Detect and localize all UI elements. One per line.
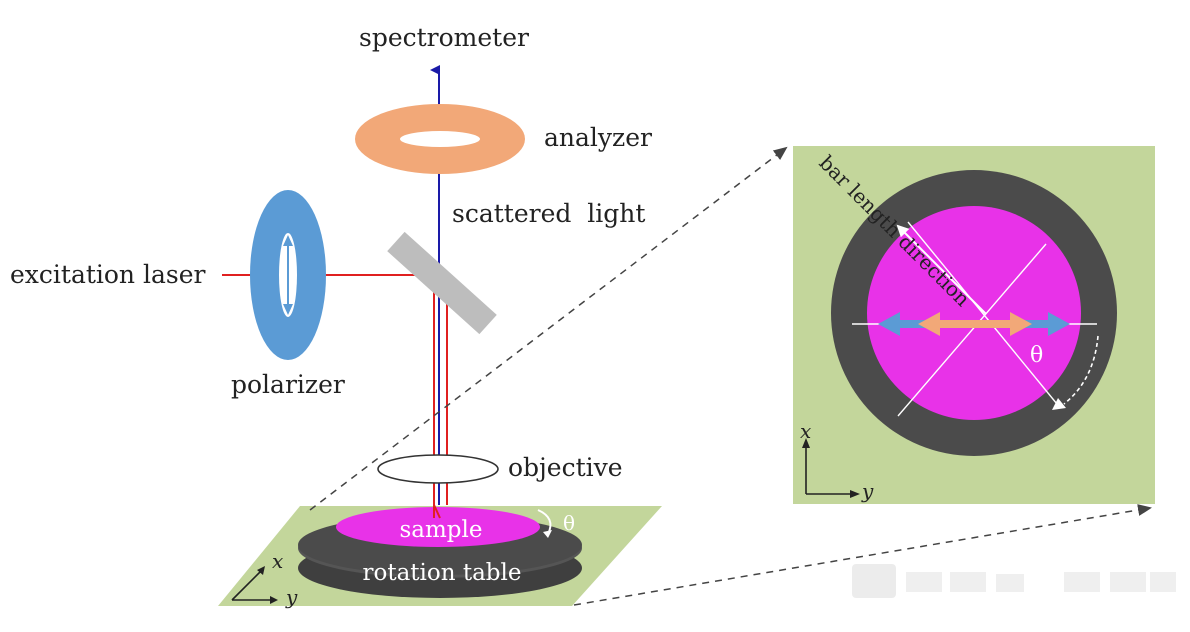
inset-panel: θ bar length direction x y (793, 146, 1155, 504)
bar-arrow-icon (918, 312, 1032, 336)
excitation-laser-label: excitation laser (10, 260, 206, 289)
beam-splitter (387, 231, 497, 335)
inset-theta-label: θ (1030, 343, 1043, 368)
scattered-light-label: scattered light (452, 199, 645, 228)
inset-rotation-arrow-icon (1063, 335, 1099, 405)
rotation-table (298, 507, 582, 598)
objective-lens (377, 454, 499, 484)
rotation-table-label: rotation table (362, 560, 521, 586)
inset-sample-disc (867, 206, 1081, 420)
theta-main-label: θ (563, 511, 575, 535)
analyzer-label: analyzer (544, 123, 652, 152)
inset-axis-y: y (861, 479, 874, 503)
inset-axes-icon (805, 446, 852, 495)
sample-disc (336, 507, 540, 547)
analyzer-ring (355, 104, 525, 174)
base-axis-y: y (285, 585, 298, 609)
sample-label: sample (399, 517, 482, 543)
inset-axis-x: x (800, 419, 811, 443)
base-axis-x: x (272, 549, 283, 573)
zoom-lines (309, 146, 1152, 606)
objective-label: objective (508, 453, 623, 482)
polarizer-label: polarizer (231, 370, 345, 399)
watermark-blur (852, 564, 1176, 598)
base-axes-icon (231, 569, 270, 601)
polarizer-ring (250, 190, 326, 360)
spectrometer-label: spectrometer (359, 23, 529, 52)
